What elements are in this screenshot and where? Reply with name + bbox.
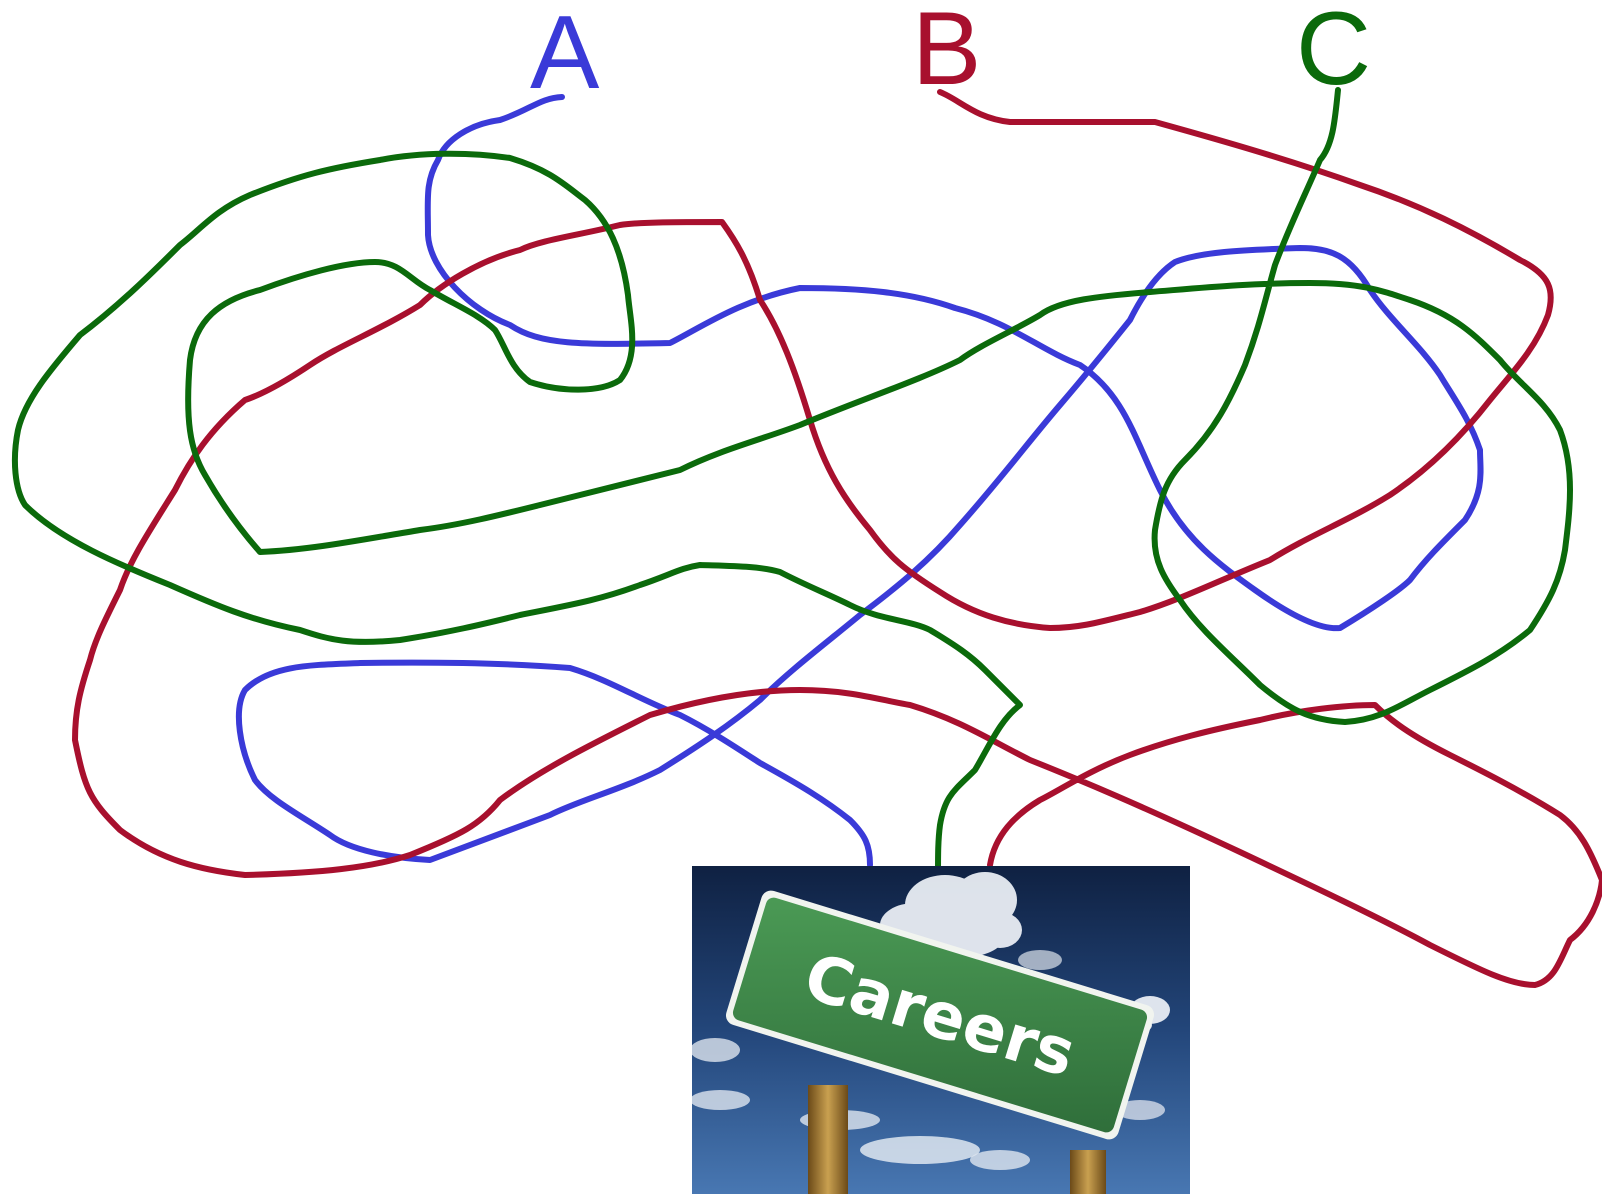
sign-post-right	[1070, 1150, 1106, 1194]
path-b	[72, 89, 1602, 988]
path-a	[236, 94, 1484, 868]
careers-sign-picture: Careers	[692, 866, 1190, 1194]
path-c	[11, 87, 1573, 878]
label-a: A	[530, 0, 600, 111]
sign-post-left	[808, 1085, 848, 1194]
label-c: C	[1296, 0, 1371, 107]
label-b: B	[912, 0, 981, 107]
